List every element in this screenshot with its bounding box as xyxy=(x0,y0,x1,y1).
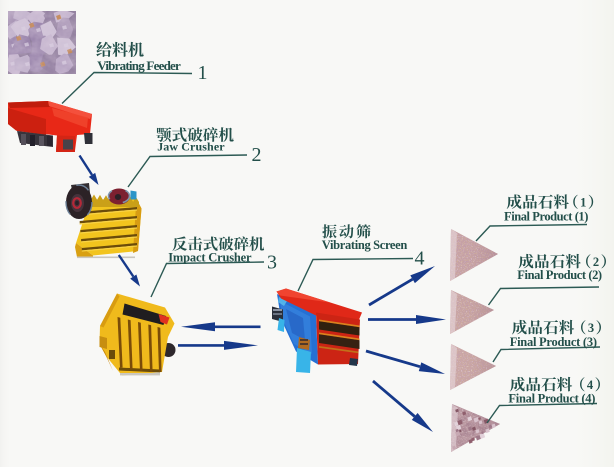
svg-text:1: 1 xyxy=(198,62,208,84)
svg-text:3: 3 xyxy=(267,252,277,274)
svg-text:1: 1 xyxy=(580,196,586,210)
svg-text:3: 3 xyxy=(588,321,594,335)
svg-text:2: 2 xyxy=(593,255,599,269)
svg-text:Vibrating Screen: Vibrating Screen xyxy=(322,238,408,252)
svg-text:Impact Crusher: Impact Crusher xyxy=(168,250,252,264)
svg-text:2: 2 xyxy=(252,144,262,166)
svg-text:Final Product (3): Final Product (3) xyxy=(510,335,597,349)
svg-text:Final Product (4): Final Product (4) xyxy=(508,391,595,405)
svg-text:Final Product (1): Final Product (1) xyxy=(504,209,588,223)
svg-text:Vibrating Feeder: Vibrating Feeder xyxy=(97,58,181,73)
svg-text:Final Product (2): Final Product (2) xyxy=(517,268,602,282)
svg-text:4: 4 xyxy=(415,248,425,270)
svg-text:4: 4 xyxy=(587,378,594,392)
svg-text:Jaw Crusher: Jaw Crusher xyxy=(157,139,225,153)
